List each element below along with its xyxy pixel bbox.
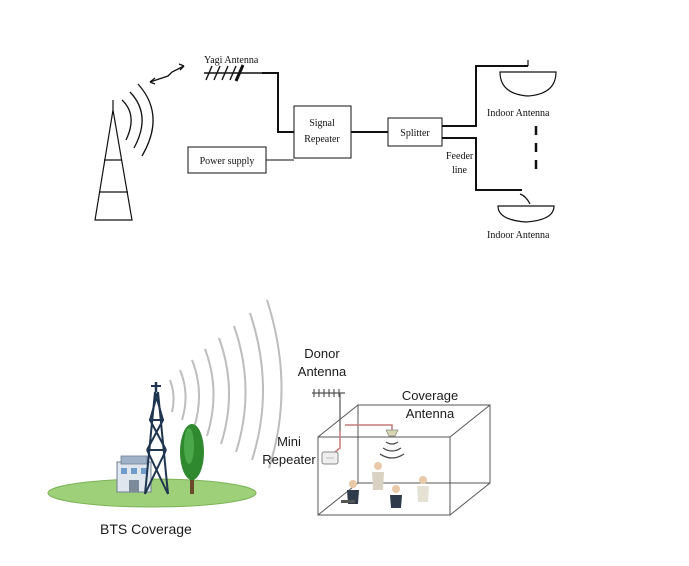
indoor-antenna-top-label: Indoor Antenna (487, 108, 550, 119)
radio-waves-icon (121, 83, 154, 157)
coverage-ground (47, 478, 257, 508)
tree-icon (180, 424, 204, 494)
coverage-antenna-label-line2: Antenna (406, 406, 455, 421)
mini-repeater-icon (321, 451, 339, 465)
donor-antenna-label-line2: Antenna (298, 364, 347, 379)
person-laptop-icon (341, 480, 359, 504)
top-block-diagram: Yagi Antenna Signal Repeater Power suppl… (94, 55, 557, 241)
bts-tower-icon (94, 100, 133, 221)
coverage-cable (345, 424, 393, 430)
feeder-line-top (442, 65, 528, 127)
indoor-room-box (317, 404, 491, 516)
donor-antenna-label-line1: Donor (304, 346, 340, 361)
splitter-box (387, 117, 443, 147)
feeder-label-line2: line (452, 165, 468, 176)
splitter-label: Splitter (400, 128, 430, 139)
indoor-antenna-top-icon (499, 60, 557, 97)
signal-repeater-label-line2: Repeater (304, 134, 340, 145)
wireless-link-icon (149, 63, 185, 85)
feeder-label-line1: Feeder (446, 151, 474, 162)
signal-repeater-box (293, 105, 352, 159)
indoor-antenna-bottom-icon (497, 193, 555, 223)
bts-coverage-label: BTS Coverage (100, 521, 192, 537)
indoor-antenna-bottom-label: Indoor Antenna (487, 230, 550, 241)
mini-repeater-label-line2: Repeater (262, 452, 316, 467)
feeder-line-bottom (442, 137, 522, 191)
broadcast-waves-icon (169, 299, 283, 469)
lattice-tower-icon (144, 382, 169, 495)
yagi-feed-line (262, 72, 294, 133)
yagi-antenna-icon (204, 64, 262, 82)
yagi-antenna-label: Yagi Antenna (204, 55, 259, 66)
power-supply-label: Power supply (200, 156, 255, 167)
mini-repeater-label-line1: Mini (277, 434, 301, 449)
donor-antenna-icon (312, 389, 345, 430)
bottom-illustration: BTS Coverage Donor Antenna Coverage Ante… (47, 299, 491, 537)
person-standing-icon (372, 462, 384, 490)
coverage-antenna-icon (385, 429, 399, 437)
coverage-antenna-label-line1: Coverage (402, 388, 458, 403)
person-seated-icon (390, 485, 402, 508)
person-phone-icon (417, 476, 429, 502)
coverage-waves-icon (379, 441, 405, 459)
signal-repeater-label-line1: Signal (309, 118, 335, 129)
